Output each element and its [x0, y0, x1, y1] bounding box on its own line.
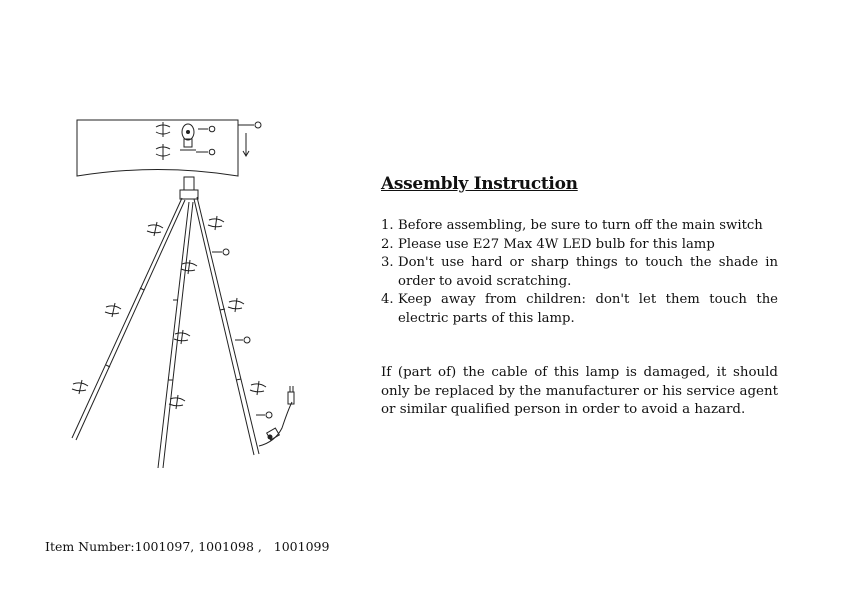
list-item: 1. Before assembling, be sure to turn off…	[381, 217, 778, 236]
list-item: 4.Keep away from children: don't let the…	[381, 291, 778, 328]
page-title: Assembly Instruction	[381, 174, 578, 194]
step-text: Keep away from children: don't let them …	[398, 292, 778, 326]
instruction-list: 1. Before assembling, be sure to turn off…	[381, 217, 778, 329]
step-number: 3.	[381, 255, 394, 271]
light-bulb-icon	[180, 123, 196, 151]
list-item: 2.Please use E27 Max 4W LED bulb for thi…	[381, 236, 778, 255]
item-number: Item Number:1001097, 1001098 , 1001099	[45, 539, 330, 554]
rotate-arrow-icon	[71, 215, 267, 410]
step-text: Before assembling, be sure to turn off t…	[398, 218, 763, 233]
step-number: 1.	[381, 218, 394, 233]
list-item: 3.Don't use hard or sharp things to touc…	[381, 254, 778, 291]
step-number: 2.	[381, 236, 394, 252]
step-text: Please use E27 Max 4W LED bulb for this …	[398, 236, 715, 252]
step-text: Don't use hard or sharp things to touch …	[398, 255, 778, 289]
rotate-arrow-icon	[155, 122, 171, 160]
warning-paragraph: If (part of) the cable of this lamp is d…	[381, 365, 778, 418]
lamp-shade	[76, 119, 239, 177]
step-number: 4.	[381, 292, 394, 308]
tripod-lamp-diagram-icon	[71, 119, 295, 469]
